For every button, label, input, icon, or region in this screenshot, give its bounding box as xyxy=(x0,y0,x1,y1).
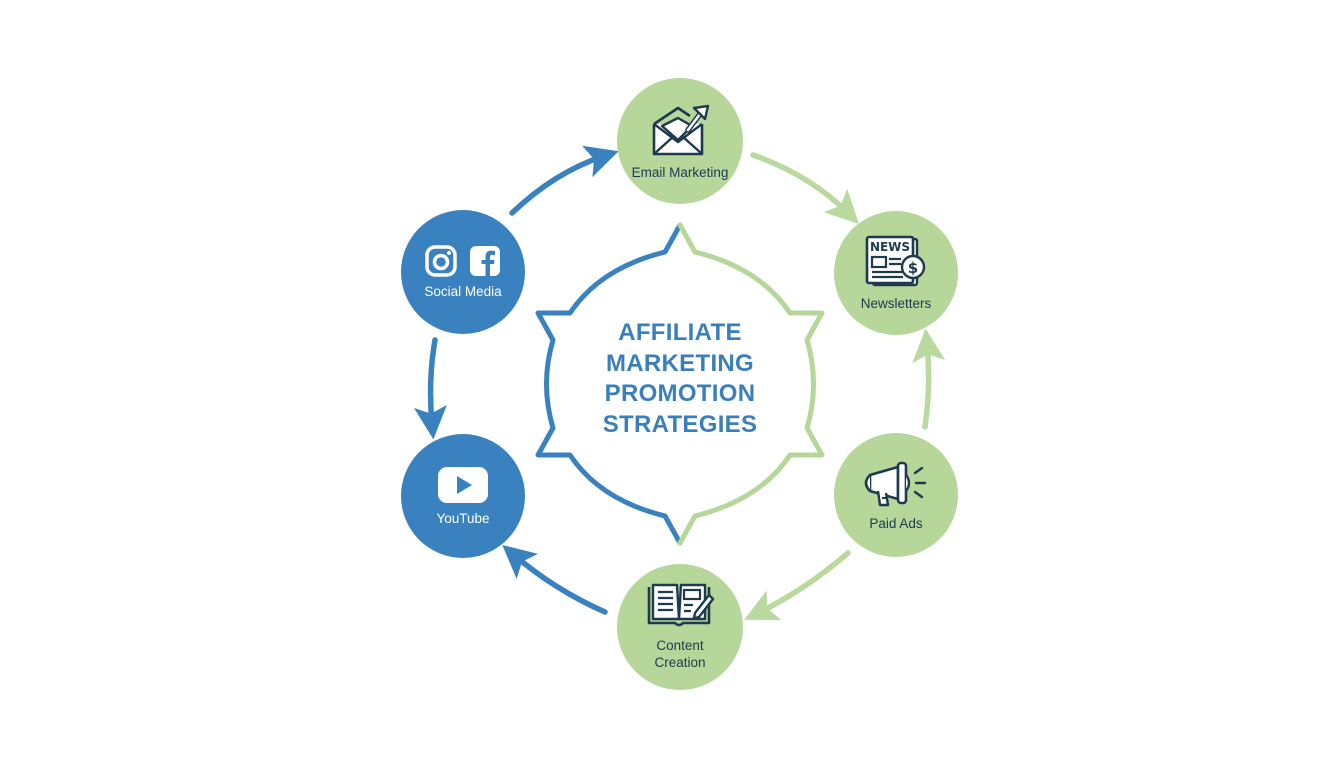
title-line-2: MARKETING xyxy=(605,349,755,377)
node-newsletters: NEWS $ Newsletters xyxy=(834,211,958,335)
arrow-social-to-youtube xyxy=(413,337,447,440)
node-label: YouTube xyxy=(436,510,490,526)
arrow-email-to-newsletters xyxy=(750,152,859,224)
label-line-2: Creation xyxy=(654,655,706,670)
node-social-media: Social Media xyxy=(401,210,525,334)
newspaper-dollar-icon: NEWS $ xyxy=(865,235,926,286)
megaphone-icon xyxy=(864,461,927,506)
social-icons xyxy=(425,244,501,277)
node-label: Content Creation xyxy=(654,637,705,671)
node-label: Newsletters xyxy=(860,295,932,311)
center-star-left-outline xyxy=(535,222,683,546)
node-content-creation: Content Creation xyxy=(617,564,743,690)
node-label: Email Marketing xyxy=(631,164,729,180)
title-line-1: AFFILIATE xyxy=(618,319,742,346)
node-paid-ads: Paid Ads xyxy=(834,433,958,557)
svg-text:$: $ xyxy=(908,259,918,277)
arrow-paidads-to-newsletters xyxy=(912,328,946,430)
node-label: Paid Ads xyxy=(869,515,923,531)
envelope-arrow-icon xyxy=(652,104,710,155)
node-label: Social Media xyxy=(424,283,502,299)
facebook-icon xyxy=(470,245,500,276)
arrow-content-to-youtube xyxy=(502,545,608,615)
instagram-icon xyxy=(425,244,457,277)
youtube-play-icon xyxy=(438,466,488,503)
open-book-pencil-icon xyxy=(647,583,715,627)
arrow-paidads-to-content xyxy=(744,550,851,621)
label-line-1: Content xyxy=(656,638,704,653)
svg-text:NEWS: NEWS xyxy=(870,240,910,254)
title-line-3: PROMOTION xyxy=(604,380,756,407)
node-email-marketing: Email Marketing xyxy=(617,78,743,204)
arrow-social-to-email xyxy=(509,145,619,216)
center-star-right-outline xyxy=(677,222,825,546)
title-line-4: STRATEGIES xyxy=(602,410,758,438)
center-title: AFFILIATE MARKETING PROMOTION STRATEGIES xyxy=(560,318,800,440)
node-youtube: YouTube xyxy=(401,434,525,558)
